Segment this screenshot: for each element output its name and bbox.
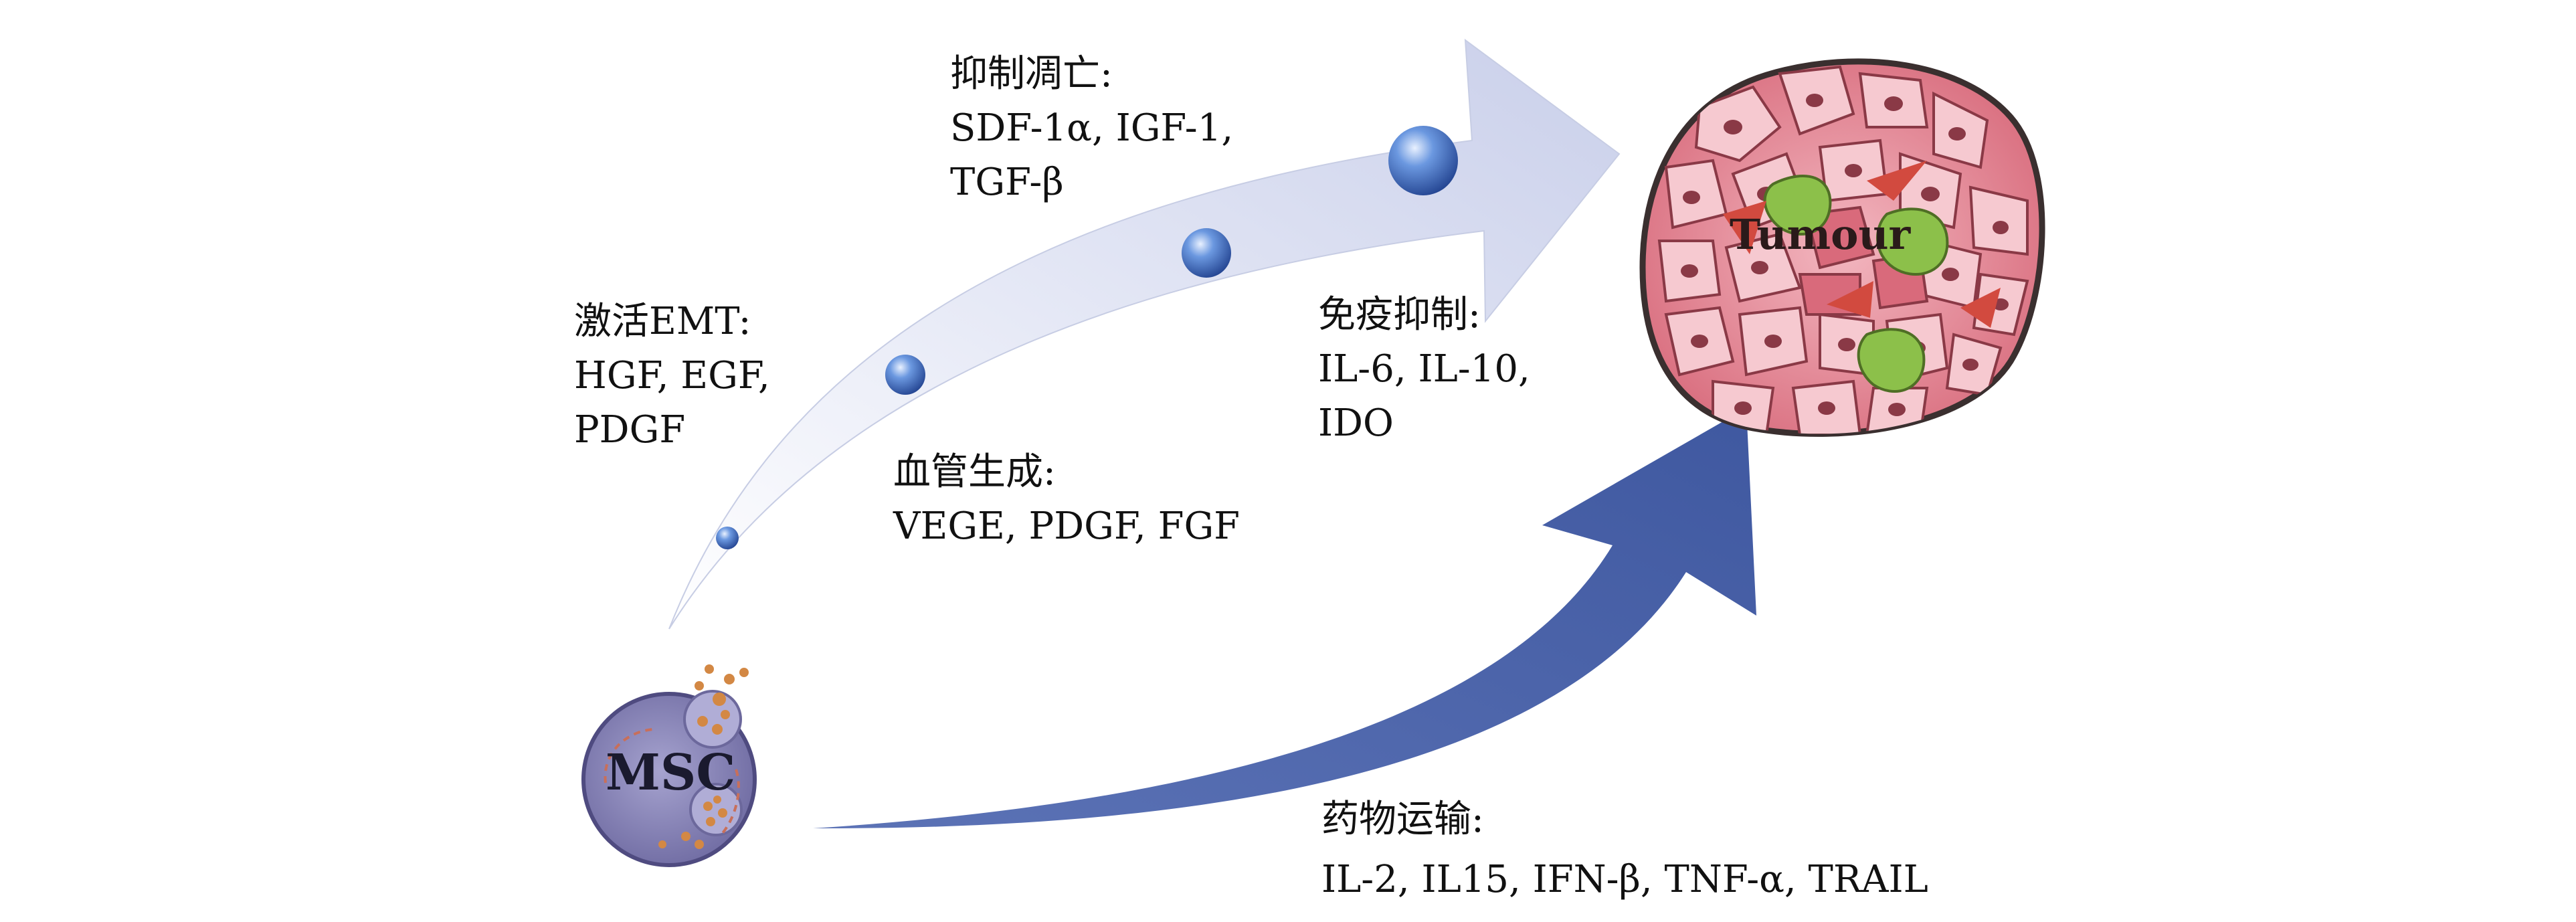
- label-drug-line-1: IL-2, IL15, IFN-β, TNF-α, TRAIL: [1321, 857, 1928, 901]
- sphere-3: [1182, 228, 1231, 278]
- tumour-label: Tumour: [1730, 214, 1910, 256]
- label-immune-title: 免疫抑制:: [1318, 293, 1481, 337]
- msc-label-text: MSC: [606, 744, 736, 802]
- label-drug: 药物运输: IL-2, IL15, IFN-β, TNF-α, TRAIL: [1321, 790, 1928, 909]
- sphere-2: [885, 355, 925, 395]
- label-emt-title: 激活EMT:: [574, 300, 751, 343]
- label-angiogenesis-line-1: VEGE, PDGF, FGF: [893, 504, 1240, 549]
- label-emt-line-2: PDGF: [574, 408, 686, 452]
- label-immune-line-1: IL-6, IL-10,: [1318, 347, 1530, 391]
- upper-curved-arrow: [668, 38, 1621, 630]
- sphere-1: [716, 527, 739, 549]
- msc-cell: [581, 664, 757, 867]
- label-immune-line-2: IDO: [1318, 401, 1394, 446]
- tumour-mass: [1639, 58, 2045, 437]
- label-apoptosis-line-1: SDF-1α, IGF-1,: [950, 106, 1234, 151]
- sphere-4: [1388, 126, 1458, 195]
- label-emt-line-1: HGF, EGF,: [574, 354, 770, 398]
- label-emt: 激活EMT: HGF, EGF, PDGF: [574, 294, 770, 458]
- tumour-label-text: Tumour: [1730, 210, 1911, 259]
- label-drug-title: 药物运输:: [1321, 798, 1484, 841]
- label-immune: 免疫抑制: IL-6, IL-10, IDO: [1318, 288, 1530, 451]
- label-angiogenesis-title: 血管生成:: [893, 450, 1056, 494]
- label-apoptosis: 抑制凋亡: SDF-1α, IGF-1, TGF-β: [950, 47, 1233, 210]
- label-apoptosis-line-2: TGF-β: [950, 161, 1064, 205]
- lower-curved-arrow: [813, 408, 1756, 829]
- label-apoptosis-title: 抑制凋亡:: [950, 52, 1113, 96]
- msc-label: MSC: [606, 748, 735, 798]
- label-angiogenesis: 血管生成: VEGE, PDGF, FGF: [893, 445, 1240, 553]
